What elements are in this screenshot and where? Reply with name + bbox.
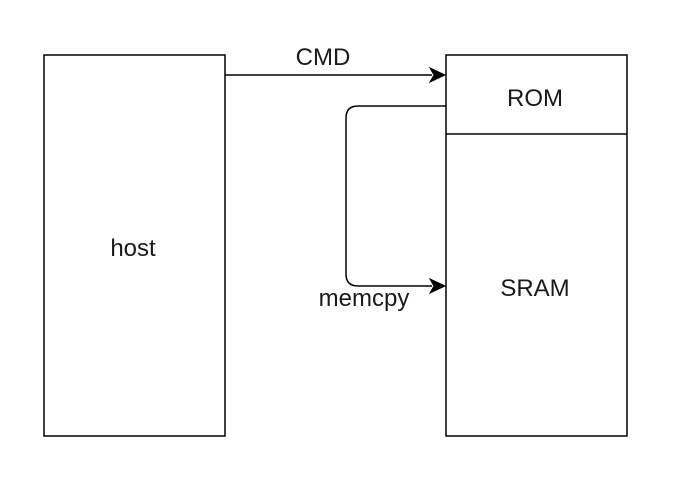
memcpy-arrowhead	[428, 277, 447, 295]
cmd-edge: CMD	[225, 44, 447, 84]
memory-box	[445, 54, 628, 437]
cmd-arrowhead	[428, 66, 447, 84]
memcpy-label: memcpy	[319, 285, 410, 312]
sram-label: SRAM	[500, 275, 569, 302]
host-box	[43, 54, 226, 437]
memcpy-arrow-path	[345, 105, 446, 287]
cmd-label: CMD	[296, 44, 351, 71]
host-label: host	[110, 235, 156, 262]
memory-node: ROM SRAM	[445, 54, 628, 437]
host-node: host	[43, 54, 226, 437]
memcpy-edge: memcpy	[319, 105, 447, 312]
rom-label: ROM	[507, 85, 563, 112]
